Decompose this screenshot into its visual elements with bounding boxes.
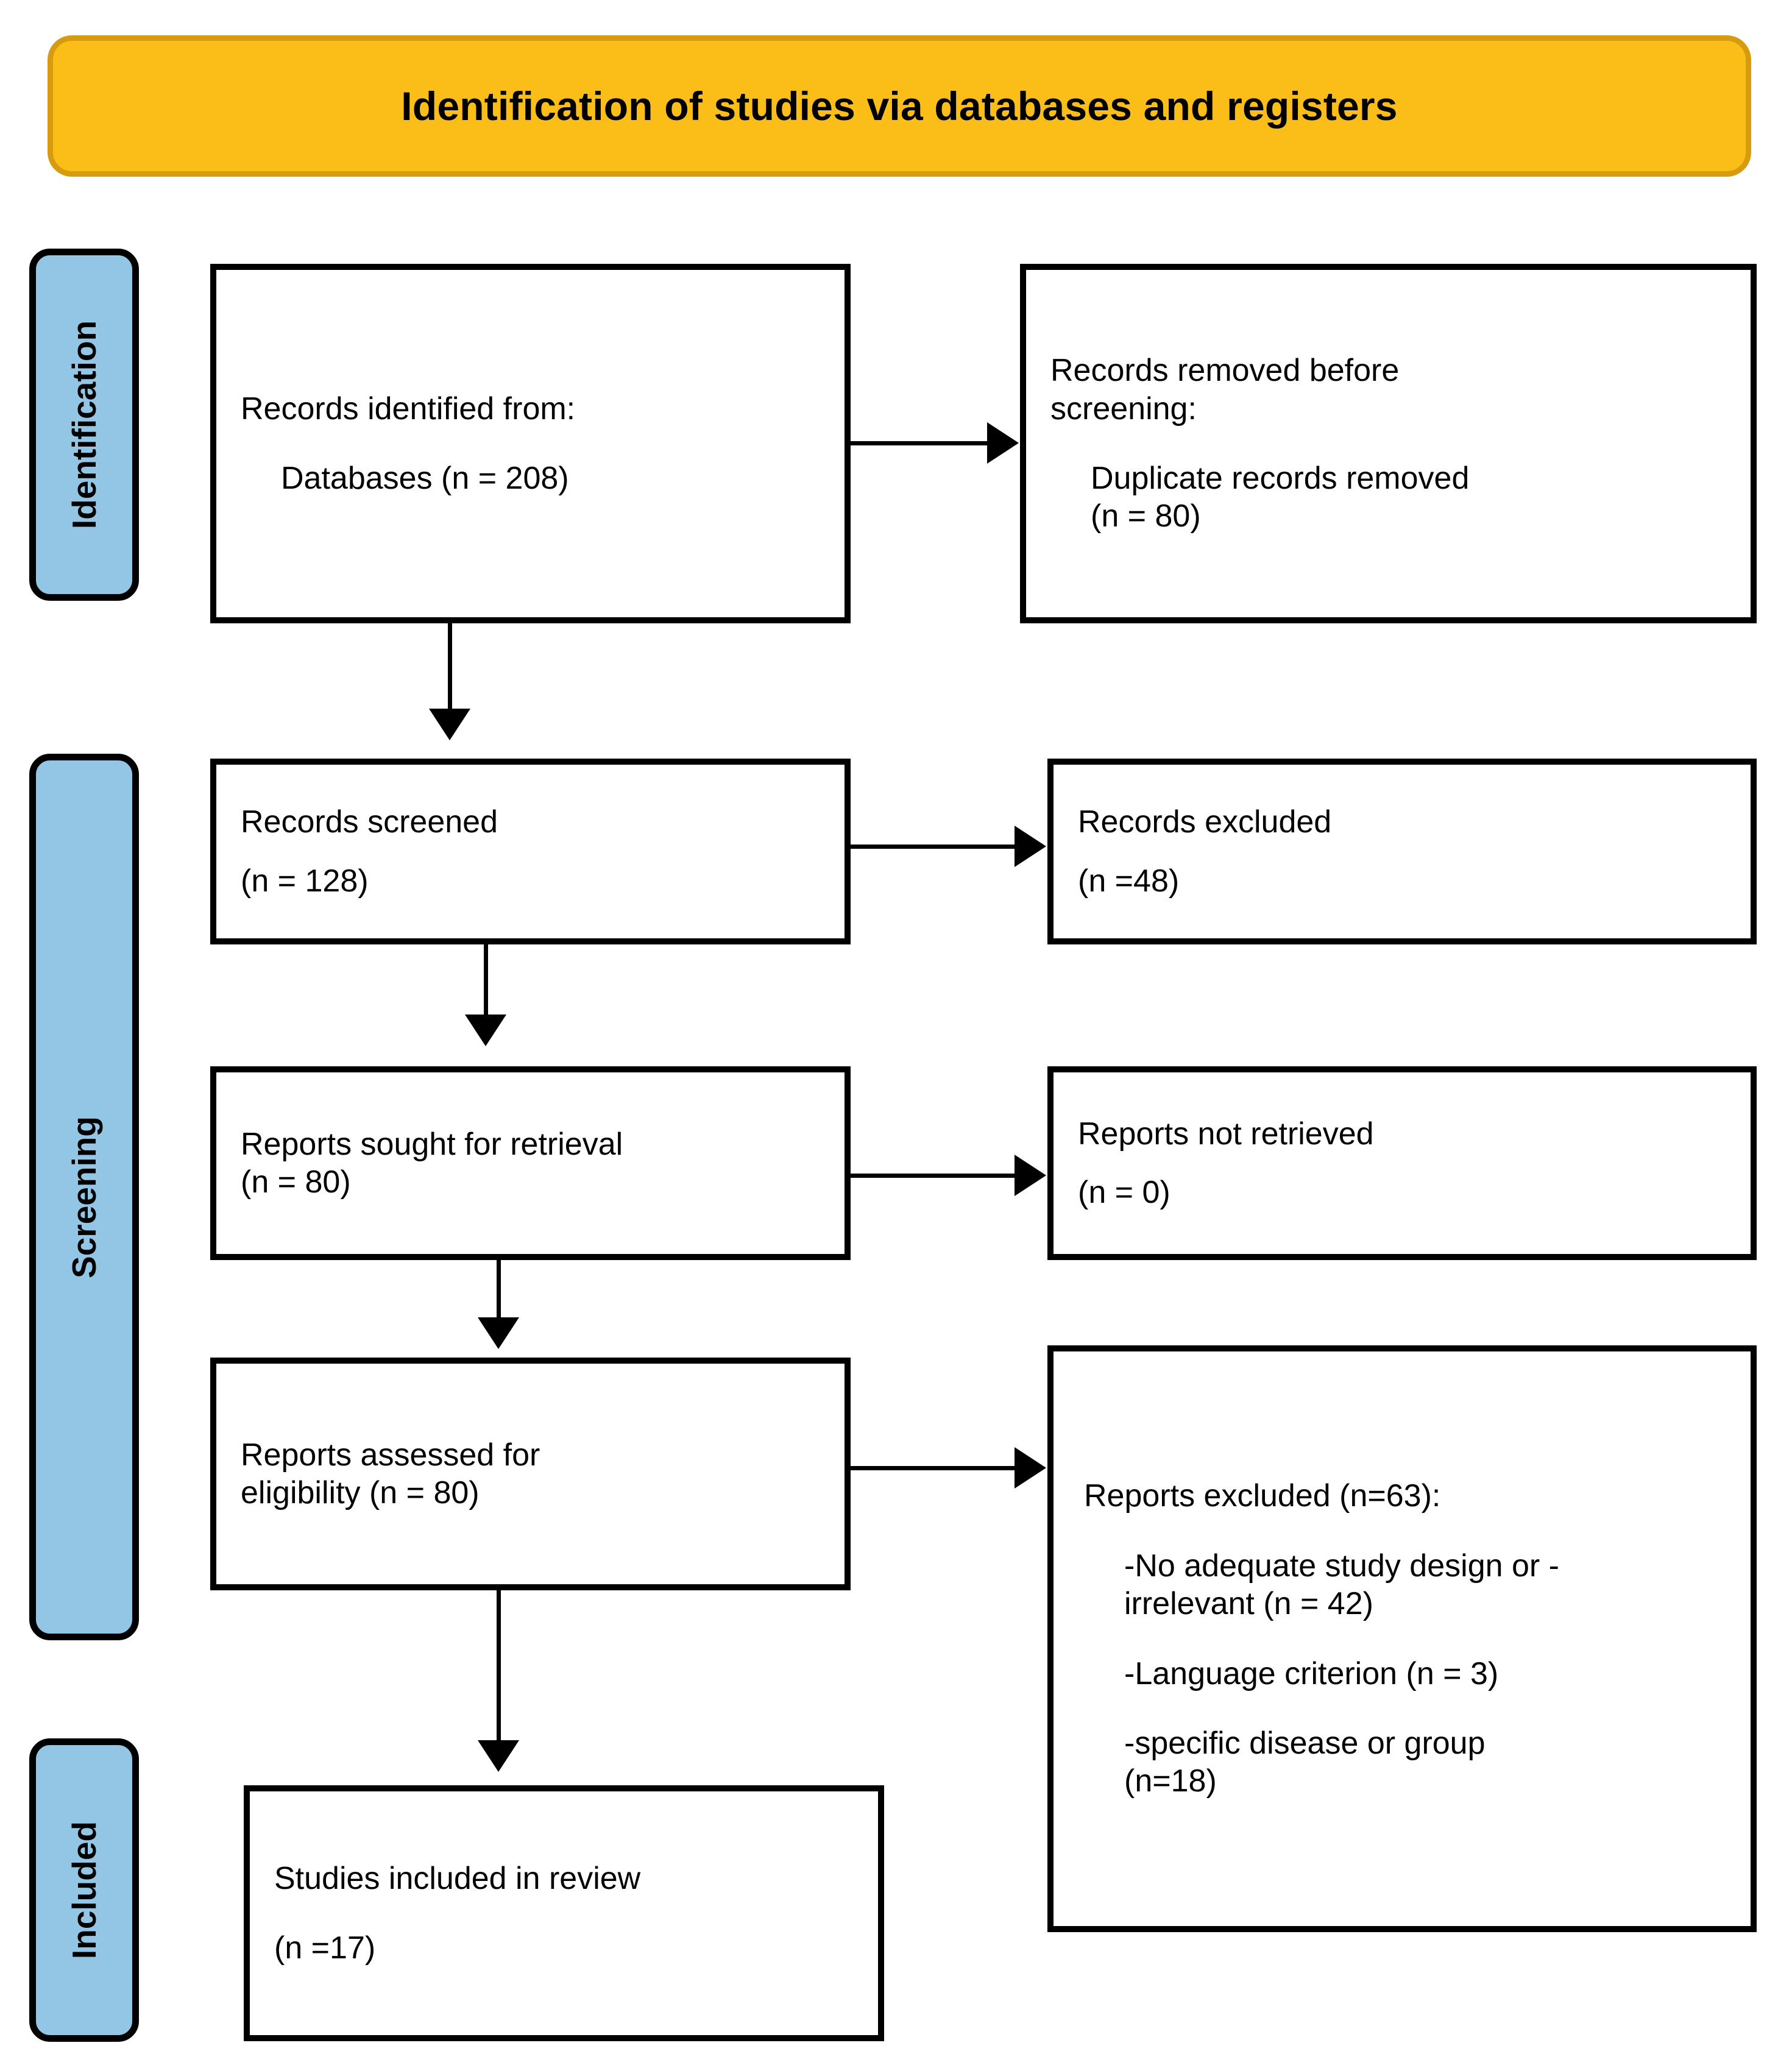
connector-screened-to-sought-line — [484, 944, 488, 1024]
connector-sought-to-notretrieved-arrow — [1015, 1155, 1046, 1196]
box-records-excluded: Records excluded (n =48) — [1047, 759, 1757, 944]
records-screened-line1: Records screened — [241, 804, 498, 840]
reports-assessed-line2: eligibility (n = 80) — [241, 1475, 480, 1510]
stage-label-identification: Identification — [29, 249, 139, 601]
records-excluded-line2: (n =48) — [1078, 863, 1180, 899]
records-identified-line2: Databases (n = 208) — [281, 461, 569, 496]
stage-label-included: Included — [29, 1738, 139, 2042]
records-identified-line1: Records identified from: — [241, 391, 576, 427]
studies-included-line1: Studies included in review — [274, 1860, 641, 1896]
box-records-identified: Records identified from: Databases (n = … — [210, 264, 851, 623]
studies-included-line2: (n =17) — [274, 1930, 376, 1966]
records-removed-line4: (n = 80) — [1091, 498, 1201, 534]
reports-excluded-line2: -No adequate study design or - — [1124, 1548, 1559, 1584]
connector-assessed-to-included-line — [497, 1590, 501, 1750]
diagram-header-banner: Identification of studies via databases … — [48, 35, 1751, 177]
stage-label-included-text: Included — [65, 1821, 103, 1960]
connector-identified-to-screened-arrow — [429, 709, 470, 740]
records-excluded-line1: Records excluded — [1078, 804, 1332, 840]
box-records-screened: Records screened (n = 128) — [210, 759, 851, 944]
connector-identified-to-removed-arrow — [987, 422, 1019, 464]
connector-screened-to-excluded-arrow — [1015, 826, 1046, 867]
connector-sought-to-assessed-line — [497, 1260, 501, 1328]
connector-sought-to-notretrieved-line — [851, 1174, 1015, 1178]
records-removed-line2: screening: — [1050, 391, 1197, 427]
records-removed-line1: Records removed before — [1050, 353, 1400, 389]
stage-label-screening-text: Screening — [65, 1116, 103, 1278]
stage-label-screening: Screening — [29, 754, 139, 1640]
reports-excluded-line4: -Language criterion (n = 3) — [1124, 1656, 1499, 1691]
box-reports-sought: Reports sought for retrieval (n = 80) — [210, 1066, 851, 1260]
connector-sought-to-assessed-arrow — [478, 1317, 519, 1349]
stage-label-identification-text: Identification — [65, 320, 104, 529]
reports-not-retrieved-line2: (n = 0) — [1078, 1175, 1170, 1210]
connector-identified-to-screened-line — [448, 623, 452, 718]
reports-excluded-line5: -specific disease or group — [1124, 1725, 1486, 1761]
reports-assessed-line1: Reports assessed for — [241, 1437, 540, 1473]
reports-sought-line1: Reports sought for retrieval — [241, 1126, 623, 1162]
records-screened-line2: (n = 128) — [241, 863, 369, 899]
reports-sought-line2: (n = 80) — [241, 1164, 351, 1200]
records-removed-line3: Duplicate records removed — [1091, 461, 1470, 496]
connector-identified-to-removed-line — [851, 441, 987, 445]
box-reports-not-retrieved: Reports not retrieved (n = 0) — [1047, 1066, 1757, 1260]
reports-not-retrieved-line1: Reports not retrieved — [1078, 1116, 1374, 1152]
reports-excluded-line3: irrelevant (n = 42) — [1124, 1586, 1373, 1622]
box-reports-assessed: Reports assessed for eligibility (n = 80… — [210, 1358, 851, 1590]
reports-excluded-line1: Reports excluded (n=63): — [1084, 1478, 1441, 1514]
box-studies-included: Studies included in review (n =17) — [244, 1785, 884, 2041]
diagram-title: Identification of studies via databases … — [401, 83, 1398, 129]
box-reports-excluded-detail: Reports excluded (n=63): -No adequate st… — [1047, 1345, 1757, 1932]
connector-screened-to-sought-arrow — [465, 1015, 506, 1046]
connector-assessed-to-repexcluded-arrow — [1015, 1447, 1046, 1489]
connector-assessed-to-repexcluded-line — [851, 1466, 1015, 1470]
connector-screened-to-excluded-line — [851, 845, 1015, 849]
connector-assessed-to-included-arrow — [478, 1740, 519, 1772]
box-records-removed: Records removed before screening: Duplic… — [1020, 264, 1757, 623]
reports-excluded-line6: (n=18) — [1124, 1763, 1217, 1799]
